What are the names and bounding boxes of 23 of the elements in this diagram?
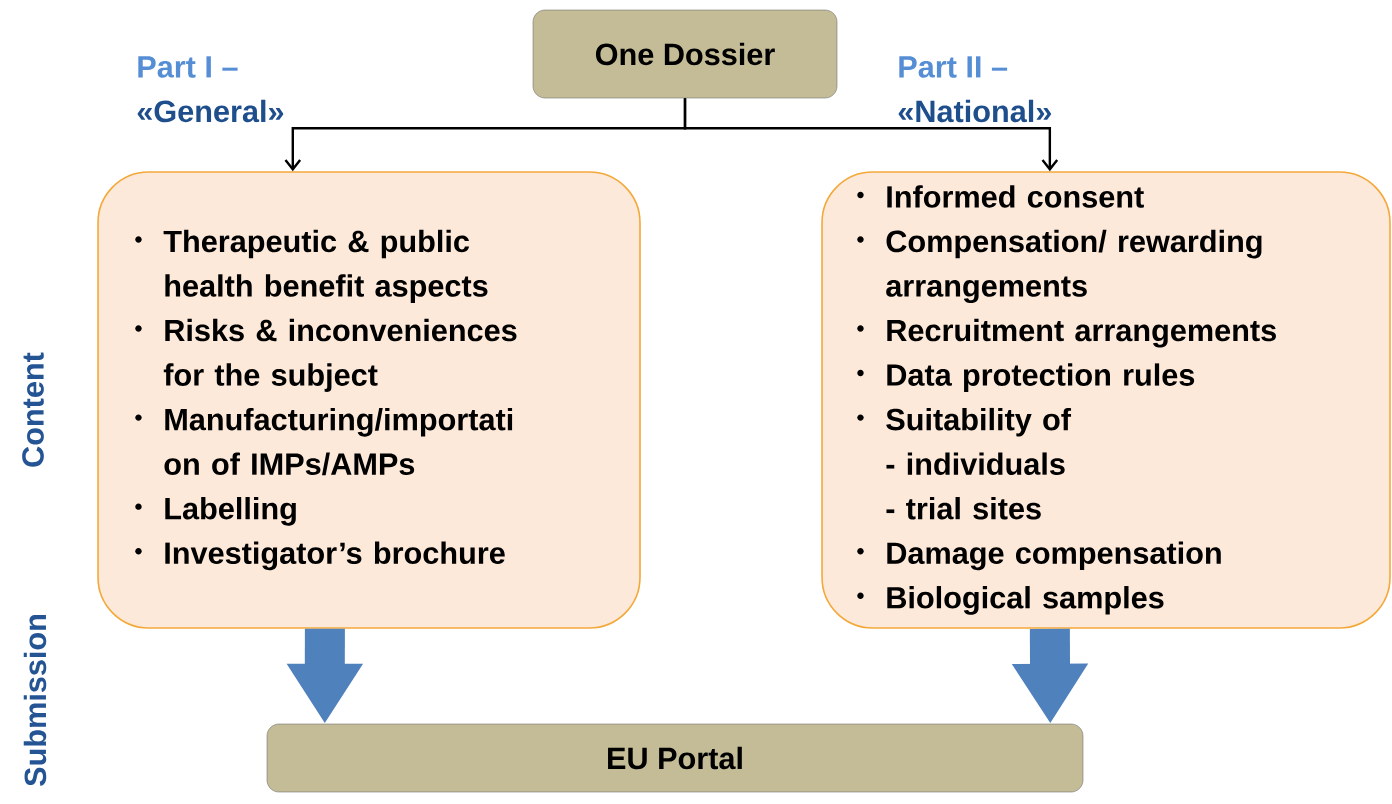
process-box: EU Portal [266, 723, 1084, 793]
list-item: Biological samples [857, 586, 1164, 615]
part-heading: Part I – [138, 56, 238, 78]
part-heading: «General» [137, 99, 284, 123]
list-item: Manufacturing/importati on of IMPs/AMPs [135, 407, 513, 476]
sub-item: - trial sites [886, 496, 1041, 520]
list-item: Therapeutic & public health benefit aspects [135, 229, 488, 303]
list-item: Investigator’s brochure [135, 541, 505, 571]
list-item: Damage compensation [857, 541, 1221, 571]
list-item: Labelling [135, 496, 296, 526]
list-item: Suitability of [857, 407, 1072, 437]
list-item: Risks & inconveniences for the subject [135, 318, 517, 392]
list-item: Data protection rules [857, 363, 1195, 392]
part-heading: «National» [898, 99, 1051, 123]
sub-item: - individuals [886, 452, 1065, 475]
list-item: Recruitment arrangements [857, 318, 1276, 348]
side-label: Submission [23, 615, 47, 787]
arrow [683, 98, 1059, 172]
list-item: Compensation/ rewarding arrangements [857, 229, 1262, 304]
list-item: Informed consent [857, 185, 1144, 208]
process-box: One Dossier [532, 9, 838, 99]
part-heading: Part II – [899, 56, 1008, 78]
side-label: Content [22, 352, 44, 467]
